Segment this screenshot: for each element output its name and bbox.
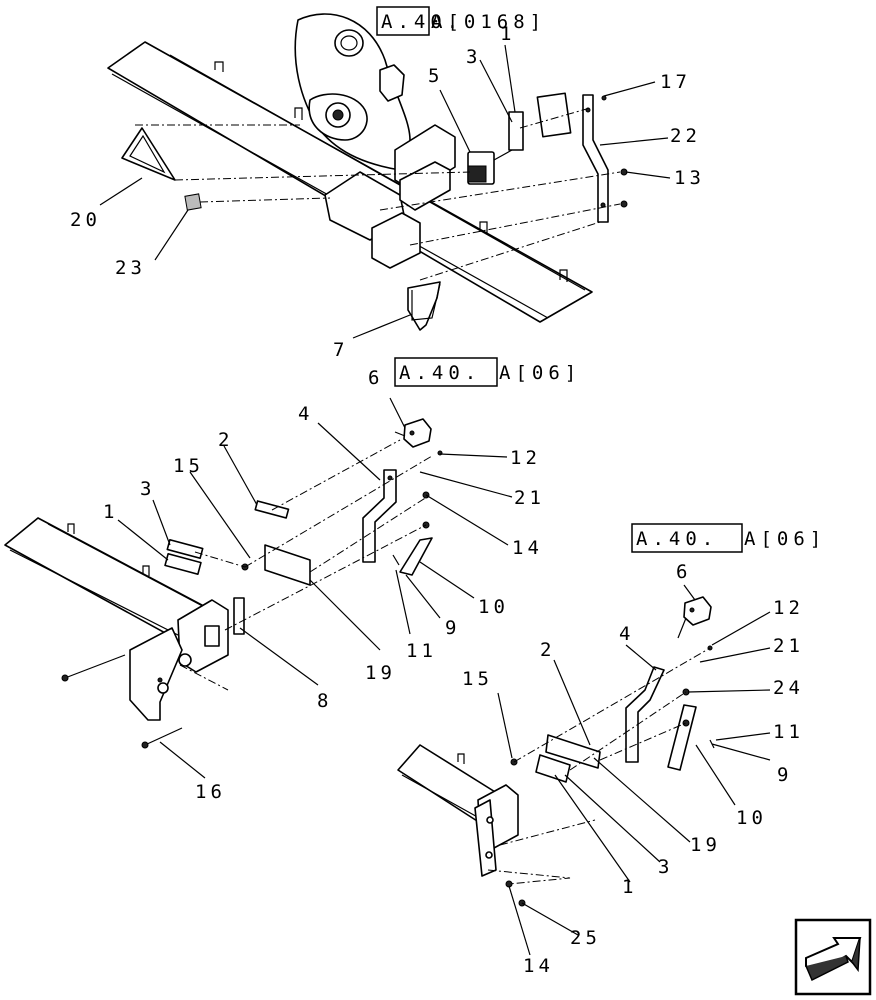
callout: 16	[195, 781, 226, 803]
callout: 21	[773, 635, 804, 657]
callout: 22	[670, 125, 701, 147]
callout: 21	[514, 487, 545, 509]
callout: 19	[690, 834, 721, 856]
callout: 8	[317, 690, 332, 712]
callout: 4	[298, 403, 313, 425]
middle-left-assembly	[4, 418, 443, 749]
top-assembly	[107, 13, 628, 331]
callout: 11	[773, 721, 804, 743]
callout: 9	[445, 617, 460, 639]
mid-light-bracket	[362, 469, 397, 563]
right-light-bracket	[625, 666, 665, 763]
callout: 15	[462, 668, 493, 690]
reference-label: A.40.	[636, 528, 718, 550]
callout: 25	[570, 927, 601, 949]
callout: 10	[478, 596, 509, 618]
callout: 24	[773, 677, 804, 699]
callout: 3	[140, 478, 155, 500]
reference-section: A[06]	[744, 528, 826, 550]
leader-lines	[99, 44, 771, 956]
callout: 6	[676, 561, 691, 583]
callouts: 1 3 5 17 22 13 20 23 7 6 4 2 15 12 3 21 …	[70, 23, 804, 977]
callout: 17	[660, 71, 691, 93]
callout: 5	[428, 65, 443, 87]
callout: 20	[70, 209, 101, 231]
callout: 6	[368, 367, 383, 389]
callout: 15	[173, 455, 204, 477]
callout: 1	[500, 23, 515, 45]
callout: 14	[512, 537, 543, 559]
reference-box-3[interactable]: A.40. A[06]	[631, 523, 826, 553]
next-page-button[interactable]	[794, 918, 872, 996]
callout: 10	[736, 807, 767, 829]
callout: 14	[523, 955, 554, 977]
callout: 12	[773, 597, 804, 619]
triangle-reflector	[121, 127, 176, 181]
reference-box-2[interactable]: A.40. A[06]	[394, 357, 581, 387]
callout: 2	[218, 429, 233, 451]
callout: 4	[619, 623, 634, 645]
top-light-bracket	[582, 94, 609, 223]
reference-label: A.40.	[399, 362, 481, 384]
callout: 1	[103, 501, 118, 523]
callout: 23	[115, 257, 146, 279]
callout: 13	[674, 167, 705, 189]
callout: 2	[540, 639, 555, 661]
bottom-right-assembly	[397, 596, 715, 907]
callout: 1	[622, 876, 637, 898]
callout: 9	[777, 764, 792, 786]
reference-section: A[0168]	[431, 11, 546, 33]
reference-label: A.40.	[381, 11, 463, 33]
callout: 3	[658, 856, 673, 878]
reference-box-1[interactable]: A.40. A[0168]	[376, 6, 546, 36]
callout: 19	[365, 662, 396, 684]
callout: 3	[466, 46, 481, 68]
reference-section: A[06]	[499, 362, 581, 384]
callout: 11	[406, 640, 437, 662]
callout: 7	[333, 339, 348, 361]
callout: 12	[510, 447, 541, 469]
